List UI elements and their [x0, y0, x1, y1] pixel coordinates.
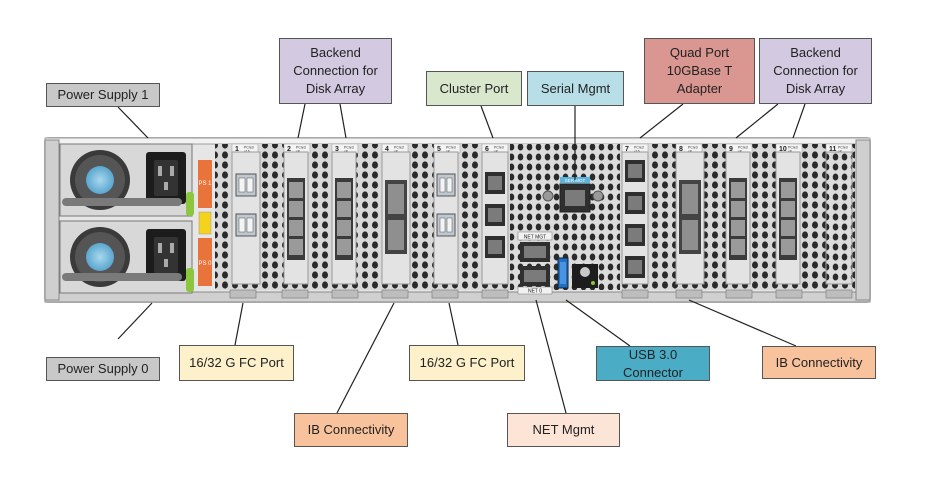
callout-line: Power Supply 1 [57, 87, 149, 102]
net0-label: NET 0 [528, 289, 542, 295]
power-supply-0-unit [59, 220, 194, 294]
callout-text: Power Supply 0 [57, 360, 148, 378]
slot-number: 4 [385, 146, 389, 153]
callout-line: Serial Mgmt [540, 80, 611, 96]
slot-11-filler [825, 151, 853, 285]
slot-number: 5 [437, 146, 441, 153]
backend-card-slot-10 [775, 151, 801, 285]
slot-number: 9 [729, 146, 733, 153]
backend-card-slot-9 [725, 151, 751, 285]
callout-text: Power Supply 1 [57, 86, 148, 104]
callout-line: IB Connectivity [307, 422, 395, 437]
net-mgmt-callout: NET Mgmt [507, 413, 620, 447]
ps1-tab-label: PS 1 [198, 181, 212, 187]
slot-spec: PCIe3 [838, 146, 848, 150]
slot-number: 1 [235, 146, 239, 153]
callout-line: Backend [790, 45, 841, 60]
callout-line: Quad Port [669, 45, 730, 60]
callout-line: IB Connectivity [775, 354, 863, 370]
management-panel: SER MGT NET MGT NET 0 [517, 177, 604, 295]
callout-line: Backend [310, 45, 361, 60]
ps1-tab [198, 160, 212, 208]
slot-number: 3 [335, 146, 339, 153]
warning-sticker [198, 211, 212, 235]
power-supply-1-unit [59, 143, 194, 217]
fc-port-left-callout: 16/32 G FC Port [179, 345, 294, 381]
backend-card-slot-3 [331, 151, 357, 285]
callout-line: Connector [623, 364, 683, 380]
slot-spec: PCIe3 [344, 146, 354, 150]
callout-line: Cluster Port [439, 80, 509, 96]
slot-spec: PCIe3 [688, 146, 698, 150]
fc-card-slot-1 [231, 151, 261, 285]
callout-text: IB Connectivity [308, 421, 395, 439]
slot-spec: PCIe3 [296, 146, 306, 150]
bottom-latches [229, 289, 853, 299]
slot-spec: PCIe3 [738, 146, 748, 150]
power-supply-1-callout: Power Supply 1 [46, 83, 160, 107]
slot-spec: PCIe3 [634, 146, 644, 150]
net-mgt-label: NET MGT [524, 235, 546, 241]
slot-spec: PCIe3 [494, 146, 504, 150]
backend-card-slot-2 [283, 151, 309, 285]
ib-connectivity-left-callout: IB Connectivity [294, 413, 408, 447]
cluster-card-slot-6 [481, 151, 509, 285]
ib-card-slot-8 [675, 151, 705, 285]
serial-mgmt-callout: Serial Mgmt [527, 71, 624, 106]
slot-number: 11 [829, 146, 837, 153]
ib-connectivity-right-callout: IB Connectivity [762, 346, 876, 379]
ps0-tab [198, 238, 212, 286]
ser-mgt-label: SER MGT [565, 178, 586, 183]
callout-line: Power Supply 0 [57, 361, 149, 376]
slot-number: 7 [625, 146, 629, 153]
power-supply-0-callout: Power Supply 0 [46, 357, 160, 381]
leader-lines [117, 103, 806, 414]
cluster-port-callout: Cluster Port [426, 71, 522, 106]
callout-line: Connection for [293, 63, 378, 78]
quad-port-10gbase-t-callout: Quad Port 10GBase T Adapter [644, 38, 755, 104]
callout-text: Quad Port 10GBase T Adapter [667, 44, 733, 98]
slot-spec: PCIe3 [244, 146, 254, 150]
fc-port-right-callout: 16/32 G FC Port [409, 345, 525, 381]
callout-line: 10GBase T [666, 63, 733, 78]
slot-number: 10 [779, 146, 787, 153]
ps0-tab-label: PS 0 [198, 261, 212, 267]
callout-line: Disk Array [305, 81, 366, 96]
quad-port-card-slot-7 [621, 151, 649, 285]
slot-number: 6 [485, 146, 489, 153]
callout-line: Adapter [676, 81, 723, 96]
callout-text: NET Mgmt [533, 421, 595, 439]
slot-spec: PCIe3 [446, 146, 456, 150]
slot-spec: PCIe3 [788, 146, 798, 150]
callout-line: Disk Array [785, 81, 846, 96]
slot-spec: PCIe3 [394, 146, 404, 150]
callout-text: Serial Mgmt [541, 80, 610, 98]
callout-line: USB 3.0 [628, 346, 678, 362]
fc-card-slot-5 [433, 151, 459, 285]
callout-line: 16/32 G FC Port [189, 355, 284, 370]
callout-line: Connection for [773, 63, 858, 78]
callout-text: 16/32 G FC Port [189, 354, 284, 372]
fan-hub-icon [86, 243, 114, 271]
callout-line: NET Mgmt [532, 422, 595, 437]
callout-text: 16/32 G FC Port [420, 354, 515, 372]
ib-card-slot-4 [381, 151, 411, 285]
callout-text: Cluster Port [440, 80, 509, 98]
callout-text: IB Connectivity [776, 354, 863, 372]
callout-line: 16/32 G FC Port [419, 355, 515, 370]
slot-number: 8 [679, 146, 683, 153]
fan-hub-icon [86, 166, 114, 194]
slot-number: 2 [287, 146, 291, 153]
